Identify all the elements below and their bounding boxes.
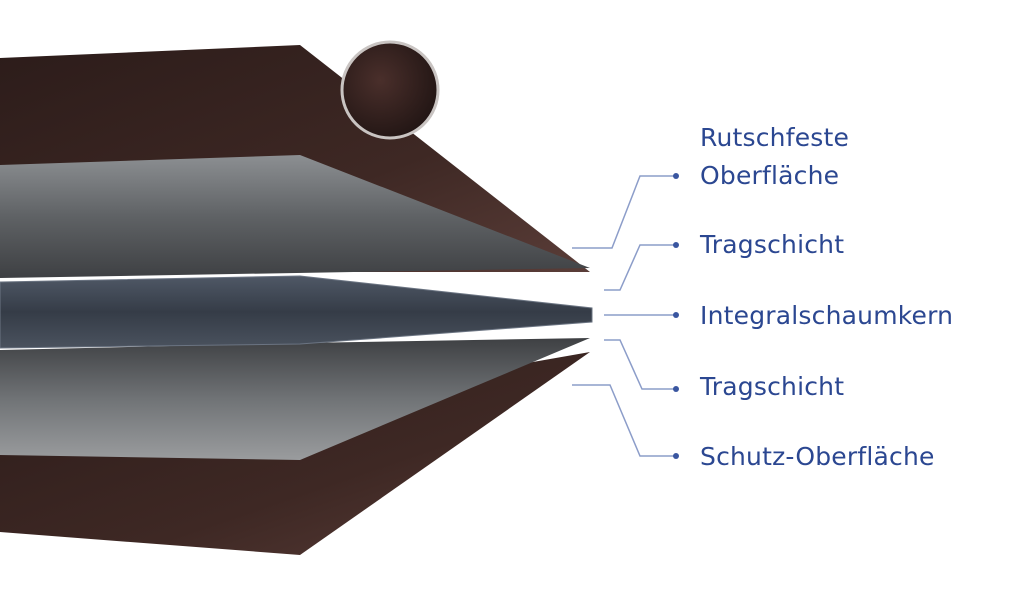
connector-dot-5: [673, 453, 679, 459]
connector-dot-4: [673, 386, 679, 392]
label-non-slip-surface: Rutschfeste Oberfläche: [700, 119, 849, 195]
connector-dot-2: [673, 242, 679, 248]
label-lower-support: Tragschicht: [700, 372, 845, 401]
label-upper-support: Tragschicht: [700, 230, 845, 259]
label-protective-surface: Schutz-Oberfläche: [700, 442, 935, 471]
label-line-1: Rutschfeste: [700, 123, 850, 152]
foam-core-layer: [0, 275, 593, 349]
connector-dot-1: [673, 173, 679, 179]
surface-texture-magnifier: [340, 40, 440, 140]
connector-line-4: [604, 339, 676, 390]
connector-dot-3: [673, 312, 679, 318]
label-foam-core: Integralschaumkern: [700, 301, 954, 330]
label-line-2: Oberfläche: [700, 161, 840, 190]
connector-line-5: [572, 384, 676, 457]
lower-support-layer: [0, 338, 590, 460]
connector-line-2: [604, 244, 676, 291]
upper-support-layer: [0, 155, 590, 278]
connector-line-1: [572, 175, 676, 249]
